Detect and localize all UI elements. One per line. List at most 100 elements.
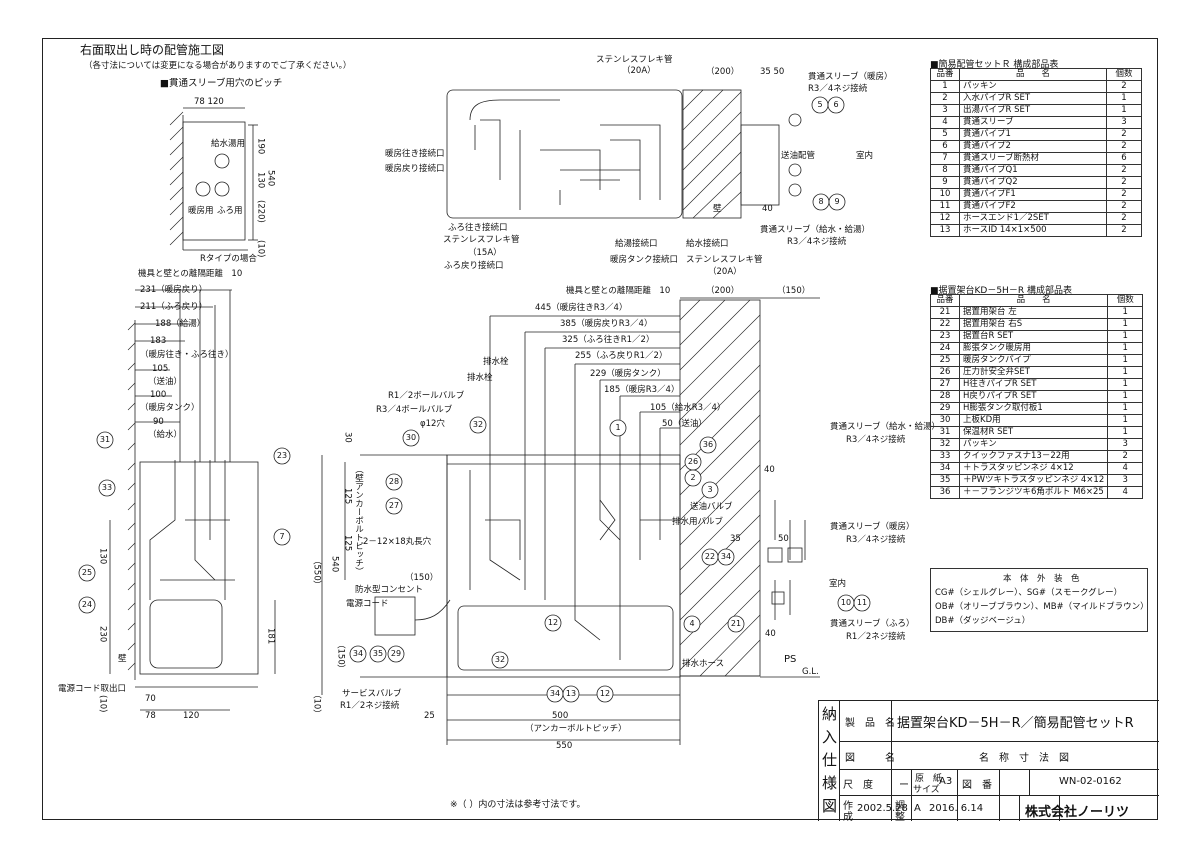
fv-sleeve-kyu: 貫通スリーブ（給水・給湯） [830,422,940,432]
fv-d105: 105（給水R3／4） [650,403,726,413]
fv-d125a: 125 [342,488,353,505]
title-block: 納入仕様図 製 品 名 据置架台KD－5H－R／簡易配管セットR 図 名 名 称… [818,700,1159,823]
sv-d211: 211（ふろ戻り） [140,302,208,312]
part-name: 貫通パイプF1 [959,188,1107,201]
part-name: 貫通スリーブ断熱材 [959,152,1107,165]
part-number: 10 [930,188,960,201]
part-number: 28 [930,390,960,403]
part-name: ＋トラスタッピンネジ 4×12 [958,462,1109,475]
tv-danbou-back: 暖房戻り接続口 [385,164,445,174]
balloon-number: 25 [81,568,93,577]
sv-d188: 188（給湯） [155,319,206,329]
dim-190: 190 [255,138,266,155]
header-cell: 品番 [930,294,960,307]
part-number: 5 [930,128,960,141]
fv-d10: （10） [311,690,322,718]
balloon-number: 35 [372,649,384,658]
balloon-number: 4 [689,619,695,628]
r-type-label: Rタイプの場合 [200,254,257,264]
balloon-number: 30 [405,433,417,442]
part-name: 貫通パイプ2 [959,140,1107,153]
balloon-number: 21 [730,619,742,628]
tv-wall: 壁 [713,204,722,214]
part-qty: 4 [1107,486,1144,499]
tb-rev-date: 2016. 6.14 [929,803,984,814]
dim-78-120: 78 120 [194,97,224,107]
fv-d50: 50（送油） [662,419,707,429]
part-qty: 1 [1106,92,1142,105]
balloon-number: 11 [856,598,868,607]
footnote: ※（ ）内の寸法は参考寸法です。 [450,800,586,810]
sv-d183: 183 [150,336,167,346]
sv-gap: 機具と壁との離隔距離 10 [138,269,243,279]
header-cell: 個数 [1107,294,1144,307]
balloon-number: 33 [101,483,113,492]
part-name: 貫通パイプF2 [959,200,1107,213]
fv-d550: （550） [311,556,322,590]
fv-d550b: 550 [556,741,573,751]
fv-r12: R1／2ネジ接続 [340,701,400,711]
tv-r34b: R3／4ネジ接続 [787,237,847,247]
fv-d500: 500 [552,711,569,721]
part-number: 1 [930,80,960,93]
part-number: 13 [930,224,960,237]
part-qty: 1 [1107,378,1144,391]
fv-slot: 2－12×18丸長穴 [363,537,432,547]
header-cell: 個数 [1106,68,1142,81]
part-name: H往きパイプR SET [958,378,1109,391]
part-number: 23 [930,330,960,343]
tb-side: 納入仕様図 [822,705,838,815]
fv-d200: （200） [706,286,740,296]
label-danbou: 暖房用 [188,206,214,216]
part-number: 26 [930,366,960,379]
tb-product: 据置架台KD－5H－R／簡易配管セットR [897,716,1134,731]
part-number: 35 [930,474,960,487]
sv-d90: 90 [153,417,164,427]
part-name: 暖房タンクパイプ [958,354,1109,367]
part-number: 29 [930,402,960,415]
tv-sus15a-size: （15A） [468,248,502,258]
part-qty: 6 [1106,152,1142,165]
part-name: 保温材R SET [958,426,1109,439]
balloon-number: 22 [704,552,716,561]
parts-r-title: ■簡易配管セットＲ 構成部品表 [930,60,1059,70]
sv-d78: 78 [145,711,156,721]
balloon-number: 5 [817,100,823,109]
balloon-number: 34 [549,689,561,698]
balloon-number: 3 [707,485,713,494]
part-qty: 3 [1106,116,1142,129]
balloon-number: 34 [720,552,732,561]
sv-d10: (10) [97,695,108,713]
tv-sleeve-kyu: 貫通スリーブ（給水・給湯） [760,225,870,235]
part-qty: 1 [1107,426,1144,439]
dim-220: (220) [255,200,266,223]
part-number: 3 [930,104,960,117]
fv-cord: 電源コード [346,599,389,609]
part-number: 9 [930,176,960,189]
part-number: 30 [930,414,960,427]
balloon-number: 27 [388,501,400,510]
balloon-number: 12 [547,618,559,627]
fv-d50b: 50 [778,534,789,544]
fv-d325: 325（ふろ往きR1／2） [562,335,655,345]
fv-d150: （150） [777,286,811,296]
part-name: 貫通スリーブ [959,116,1107,129]
tb-rev: A [914,803,921,814]
part-number: 6 [930,140,960,153]
part-name: 貫通パイプQ2 [959,176,1107,189]
